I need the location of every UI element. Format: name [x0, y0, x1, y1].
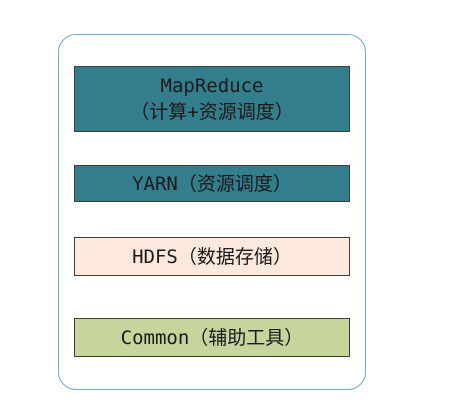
- hdfs-layer: HDFS（数据存储）: [74, 237, 350, 276]
- yarn-layer: YARN（资源调度）: [74, 165, 350, 202]
- mapreduce-title: MapReduce: [160, 75, 264, 97]
- mapreduce-layer: MapReduce （计算+资源调度）: [74, 66, 350, 132]
- common-layer: Common（辅助工具）: [74, 318, 350, 357]
- yarn-label: YARN（资源调度）: [132, 172, 292, 195]
- common-label: Common（辅助工具）: [120, 326, 304, 349]
- hdfs-label: HDFS（数据存储）: [132, 245, 292, 268]
- mapreduce-subtitle: （计算+资源调度）: [130, 101, 294, 123]
